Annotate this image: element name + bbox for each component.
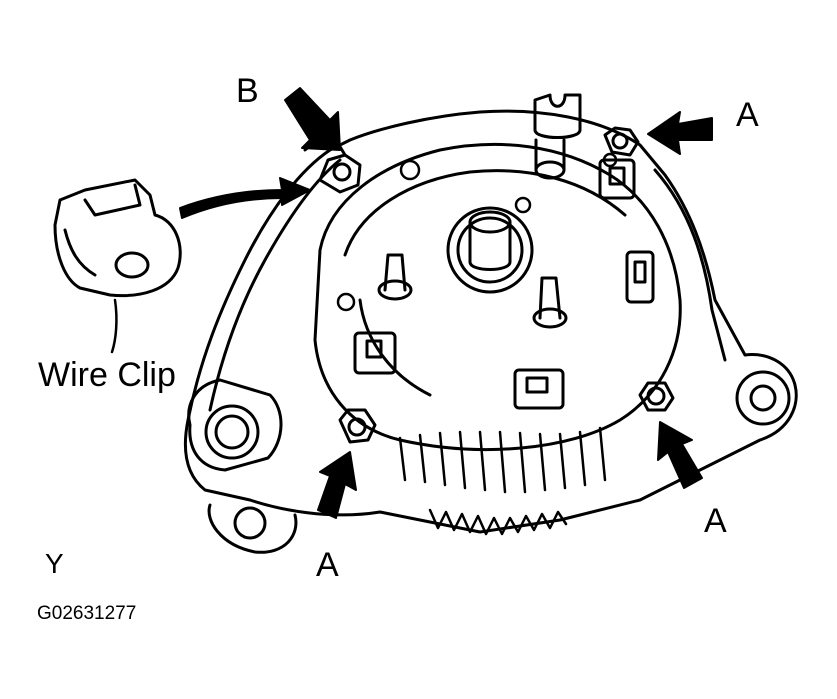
wire-clip-leader-line — [110, 298, 118, 354]
mounting-ear-left — [187, 378, 298, 554]
cooling-fins — [398, 426, 607, 536]
arrow-a-top-right — [647, 111, 713, 155]
mounting-ear-right — [735, 370, 791, 426]
rotor-shaft — [446, 206, 534, 294]
bolt-holes — [336, 152, 618, 312]
label-b: B — [236, 72, 259, 110]
nut-a-bottom-left — [338, 408, 377, 444]
arrow-wire-clip — [179, 177, 311, 219]
figure-id: G02631277 — [37, 603, 137, 624]
arrow-b — [284, 87, 341, 151]
nut-a-bottom-right — [638, 381, 675, 412]
wire-clip-part — [53, 178, 182, 298]
arrow-a-bottom-right — [657, 421, 703, 489]
label-a-bottom-right: A — [704, 502, 727, 540]
label-a-top-right: A — [736, 96, 759, 134]
label-wire-clip: Wire Clip — [38, 356, 176, 394]
label-a-bottom-left: A — [316, 546, 339, 584]
alternator-housing — [184, 109, 798, 534]
nut-a-top-right — [603, 126, 640, 157]
arrow-a-bottom-left — [317, 451, 357, 519]
label-view-letter: Y — [45, 548, 64, 579]
